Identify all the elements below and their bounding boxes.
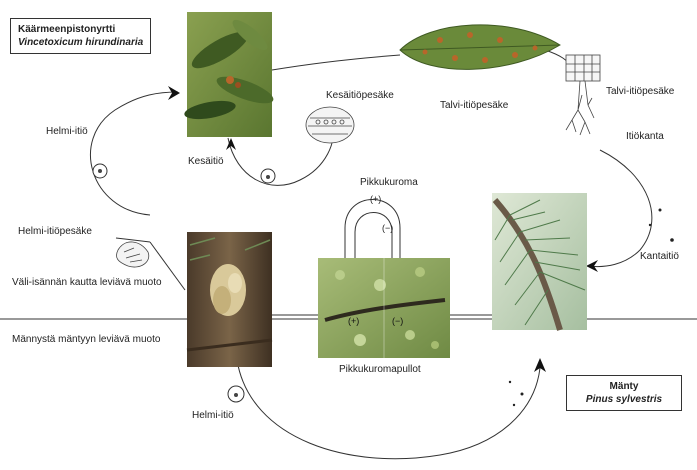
- sketch-talvi-itiopesake: [566, 55, 600, 135]
- label-plus: (+): [370, 193, 381, 205]
- label-pikkukuromapullot: Pikkukuromapullot: [339, 364, 421, 376]
- label-kesaitiopesake: Kesäitiöpesäke: [326, 90, 394, 102]
- leaf-talvi-itiopesake: [400, 25, 560, 70]
- label-talvi-right: Talvi-itiöpesäke: [606, 86, 674, 98]
- label-helmi-itio-lower: Helmi-itiö: [192, 410, 234, 422]
- line-helmi-pesake: [116, 238, 150, 242]
- pikkukuroma-loop-inner: [355, 213, 392, 261]
- sketch-helmi-itiopesake: [116, 242, 148, 267]
- label-minus-small: (−): [392, 315, 403, 327]
- label-helmi-itiopesake: Helmi-itiöpesäke: [18, 226, 92, 238]
- label-helmi-itio-upper: Helmi-itiö: [46, 126, 88, 138]
- label-talvi-leaf: Talvi-itiöpesäke: [440, 100, 508, 112]
- line-alt-to-leaf: [272, 55, 400, 70]
- arc-helmi-to-alt-host: [90, 92, 178, 215]
- label-itiokanta: Itiökanta: [626, 131, 664, 143]
- photo-alt-host: [183, 12, 276, 137]
- sketch-kesaitiopesake: [306, 107, 354, 143]
- arrow-head-pine: [586, 260, 598, 272]
- alt-host-common-name: Käärmeenpistonyrtti: [18, 23, 143, 36]
- label-plus-small: (+): [348, 315, 359, 327]
- label-minus: (−): [382, 222, 393, 234]
- label-kantaitio: Kantaitiö: [640, 251, 679, 263]
- arrow-head-alt-host: [168, 86, 180, 100]
- arc-kantaitio-to-pine: [588, 150, 652, 267]
- alt-host-name-box: Käärmeenpistonyrtti Vincetoxicum hirundi…: [10, 18, 151, 54]
- label-kesaitio: Kesäitiö: [188, 156, 224, 168]
- pine-name-box: Mänty Pinus sylvestris: [566, 375, 682, 411]
- pine-common-name: Mänty: [574, 380, 674, 393]
- label-pikkukuroma: Pikkukuroma: [360, 177, 418, 189]
- photo-pine-bark: [187, 232, 272, 367]
- label-route-pine: Männystä mäntyyn leviävä muoto: [12, 334, 160, 346]
- pine-latin-name: Pinus sylvestris: [574, 393, 674, 406]
- photo-pikkukuromapullot: [318, 258, 450, 358]
- alt-host-latin-name: Vincetoxicum hirundinaria: [18, 36, 143, 49]
- photo-pine-branch: [492, 193, 587, 330]
- label-route-alt-host: Väli-isännän kautta leviävä muoto: [12, 277, 162, 289]
